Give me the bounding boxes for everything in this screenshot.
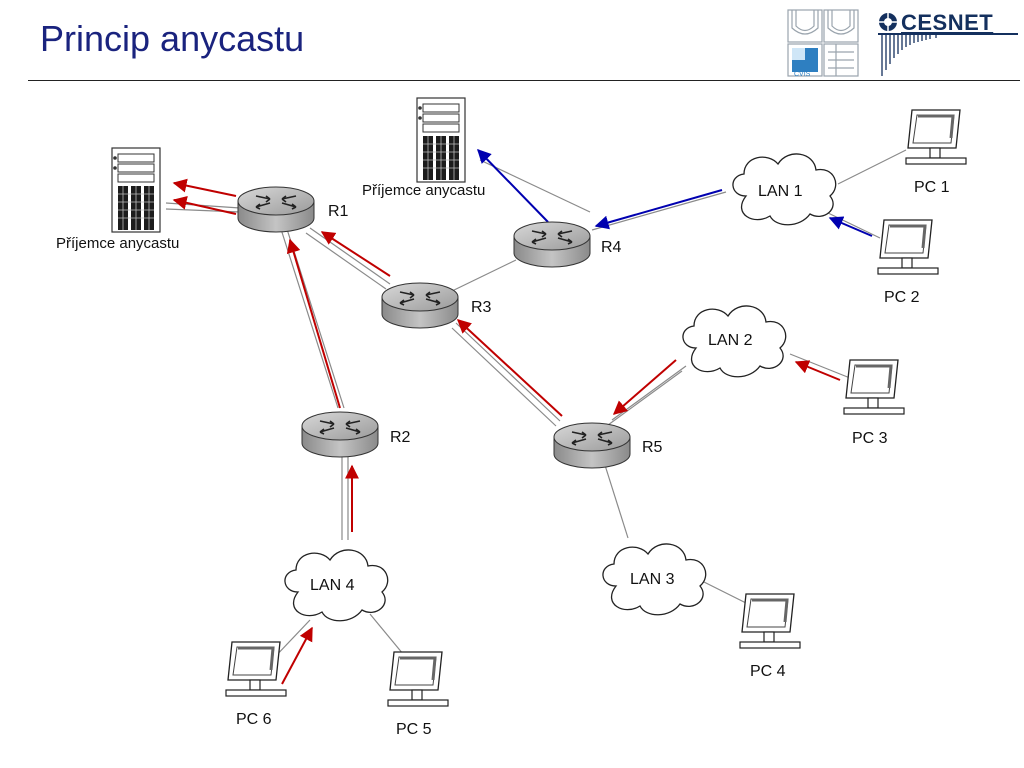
server-icon-2 xyxy=(416,97,466,183)
red-arrow-r2-r1 xyxy=(286,238,341,409)
link-r5-lan3 xyxy=(603,461,629,539)
router-label-r2: R2 xyxy=(390,429,411,446)
router-label-r4: R4 xyxy=(601,239,622,256)
blue-route-arrows xyxy=(477,148,873,237)
link-lan2-pc3 xyxy=(789,353,851,379)
lan-label-4: LAN 4 xyxy=(310,577,355,594)
router-label-r3: R3 xyxy=(471,299,492,316)
red-arrow-r1-server1-a xyxy=(172,178,237,197)
link-r3-r4 xyxy=(449,259,517,293)
pc-label-5: PC 5 xyxy=(396,721,432,738)
red-arrow-r5-r3 xyxy=(456,319,563,417)
router-icon-r4 xyxy=(513,221,591,268)
blue-arrow-lan1-r4 xyxy=(594,189,723,230)
red-arrow-r3-r1 xyxy=(320,231,391,277)
pc4-monitor-icon xyxy=(738,592,802,650)
cesnet-logo xyxy=(878,13,1018,76)
link-r4-server2 xyxy=(479,159,591,213)
cesnet-logo-text: CESNET xyxy=(901,10,994,35)
link-r1-r3 xyxy=(305,227,391,290)
title-divider xyxy=(28,80,1020,81)
link-lan1-pc2 xyxy=(825,211,881,239)
link-lan3-pc4 xyxy=(703,581,753,607)
pc3-monitor-icon xyxy=(842,358,906,416)
red-arrow-lan2-r5 xyxy=(612,359,677,415)
lan-label-3: LAN 3 xyxy=(630,571,675,588)
router-icon-r3 xyxy=(381,282,459,329)
server-label-1: Příjemce anycastu xyxy=(56,235,179,252)
router-icon-r2 xyxy=(301,411,379,458)
link-r4-lan1 xyxy=(591,191,727,231)
pc-label-1: PC 1 xyxy=(914,179,950,196)
link-r5-lan2 xyxy=(607,365,687,426)
red-arrow-r1-server1-b xyxy=(172,195,237,215)
pc5-monitor-icon xyxy=(386,650,450,708)
cvis-logo-text: CVIS xyxy=(794,71,811,78)
pc1-monitor-icon xyxy=(904,108,968,166)
router-icon-r1 xyxy=(237,186,315,233)
red-arrow-pc6-lan4 xyxy=(281,626,313,685)
link-r3-r5 xyxy=(451,322,561,427)
cvis-logo: CVIS xyxy=(787,9,859,78)
red-arrow-pc3-lan2 xyxy=(794,360,841,381)
blue-arrow-r4-server2 xyxy=(477,148,549,223)
link-r2-lan4 xyxy=(341,451,349,540)
blue-arrow-pc2-lan1 xyxy=(828,216,873,237)
pc-label-4: PC 4 xyxy=(750,663,786,680)
page-title: Princip anycastu xyxy=(40,18,305,59)
pc2-monitor-icon xyxy=(876,218,940,276)
server-icon-1 xyxy=(111,147,161,233)
link-lan1-pc1 xyxy=(837,149,907,185)
router-label-r5: R5 xyxy=(642,439,663,456)
lan-label-1: LAN 1 xyxy=(758,183,803,200)
pc-label-3: PC 3 xyxy=(852,430,888,447)
red-route-arrows xyxy=(172,178,841,685)
lan-label-2: LAN 2 xyxy=(708,332,753,349)
pc-label-6: PC 6 xyxy=(236,711,272,728)
router-icon-r5 xyxy=(553,422,631,469)
server-label-2: Příjemce anycastu xyxy=(362,182,485,199)
pc6-monitor-icon xyxy=(224,640,288,698)
router-label-r1: R1 xyxy=(328,203,349,220)
pc-label-2: PC 2 xyxy=(884,289,920,306)
